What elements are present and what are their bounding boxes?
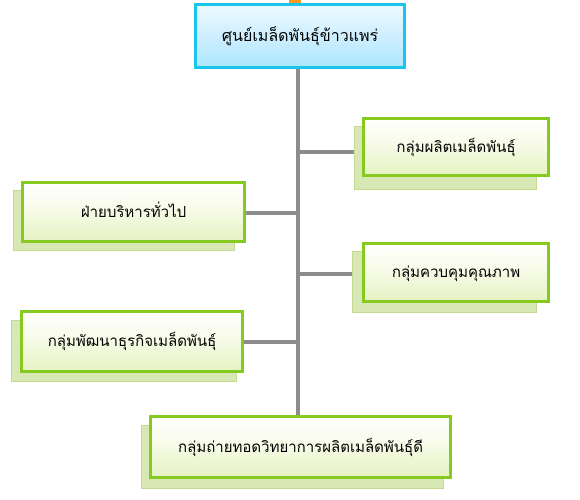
root-box: ศูนย์เมล็ดพันธุ์ข้าวแพร่ [194, 3, 406, 69]
node-business-box: กลุ่มพัฒนาธุรกิจเมล็ดพันธุ์ [20, 310, 244, 373]
node-production-label: กลุ่มผลิตเมล็ดพันธุ์ [396, 137, 516, 156]
node-business-label: กลุ่มพัฒนาธุรกิจเมล็ดพันธุ์ [47, 332, 217, 350]
connector-left-2 [243, 340, 297, 344]
root-label: ศูนย์เมล็ดพันธุ์ข้าวแพร่ [221, 26, 379, 45]
node-technology-transfer-label: กลุ่มถ่ายทอดวิทยาการผลิตเมล็ดพันธุ์ดี [178, 437, 423, 456]
connector-right-2 [300, 272, 355, 276]
node-technology-transfer-box: กลุ่มถ่ายทอดวิทยาการผลิตเมล็ดพันธุ์ดี [149, 415, 452, 479]
node-quality-box: กลุ่มควบคุมคุณภาพ [362, 242, 550, 303]
connector-right-1 [300, 150, 355, 154]
node-quality-label: กลุ่มควบคุมคุณภาพ [391, 263, 521, 281]
node-admin-box: ฝ่ายบริหารทั่วไป [21, 181, 246, 243]
node-admin-label: ฝ่ายบริหารทั่วไป [80, 202, 187, 221]
connector-left-1 [245, 211, 297, 215]
node-production-box: กลุ่มผลิตเมล็ดพันธุ์ [362, 117, 550, 177]
main-connector-line [296, 67, 300, 417]
